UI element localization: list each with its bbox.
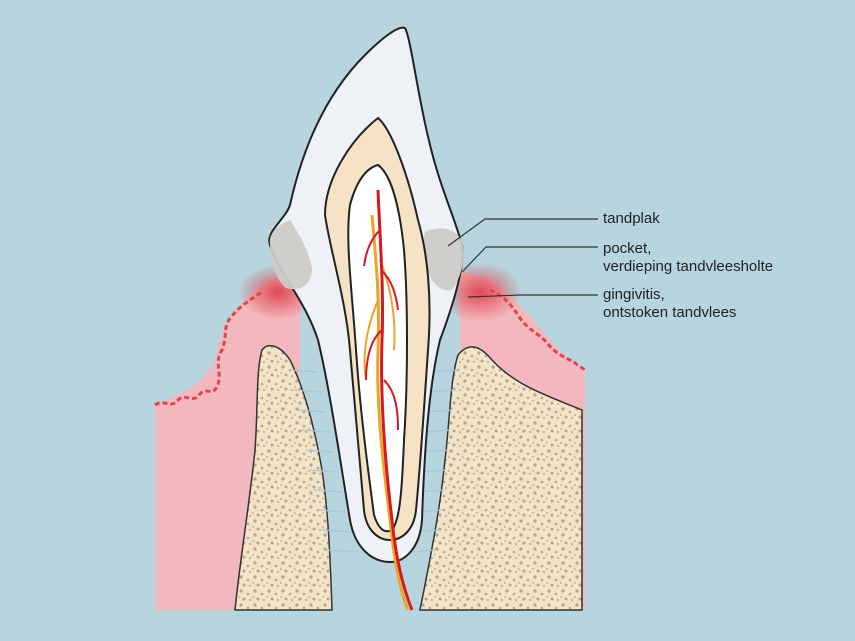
blood-vessel-branch <box>363 229 381 267</box>
blood-vessel-branch <box>383 379 399 431</box>
label-gingivitis: gingivitis, ontstoken tandvlees <box>603 286 736 322</box>
pocket-line1: pocket, <box>603 240 652 257</box>
blood-vessel-branch <box>365 329 383 381</box>
blood-vessel-branch <box>380 269 399 311</box>
jaw-bone-right <box>419 346 583 611</box>
plaque-right <box>423 228 464 291</box>
plaque-text: tandplak <box>603 210 660 227</box>
leader-lines <box>447 218 598 298</box>
pocket-line2: verdieping tandvleesholte <box>603 258 774 275</box>
plaque-left <box>269 220 312 290</box>
nerve-branch <box>379 259 396 351</box>
nerve-branch <box>363 299 379 381</box>
blood-vessel <box>376 189 414 611</box>
nerve <box>370 214 410 611</box>
label-plaque: tandplak <box>603 210 660 228</box>
gum-edge <box>154 290 263 407</box>
gingivitis-line1: gingivitis, <box>603 286 665 303</box>
label-pocket: pocket, verdieping tandvleesholte <box>603 240 773 276</box>
jaw-bone-left <box>234 344 333 611</box>
gingivitis-line2: ontstoken tandvlees <box>603 304 737 321</box>
gum-edge-right <box>489 288 587 372</box>
